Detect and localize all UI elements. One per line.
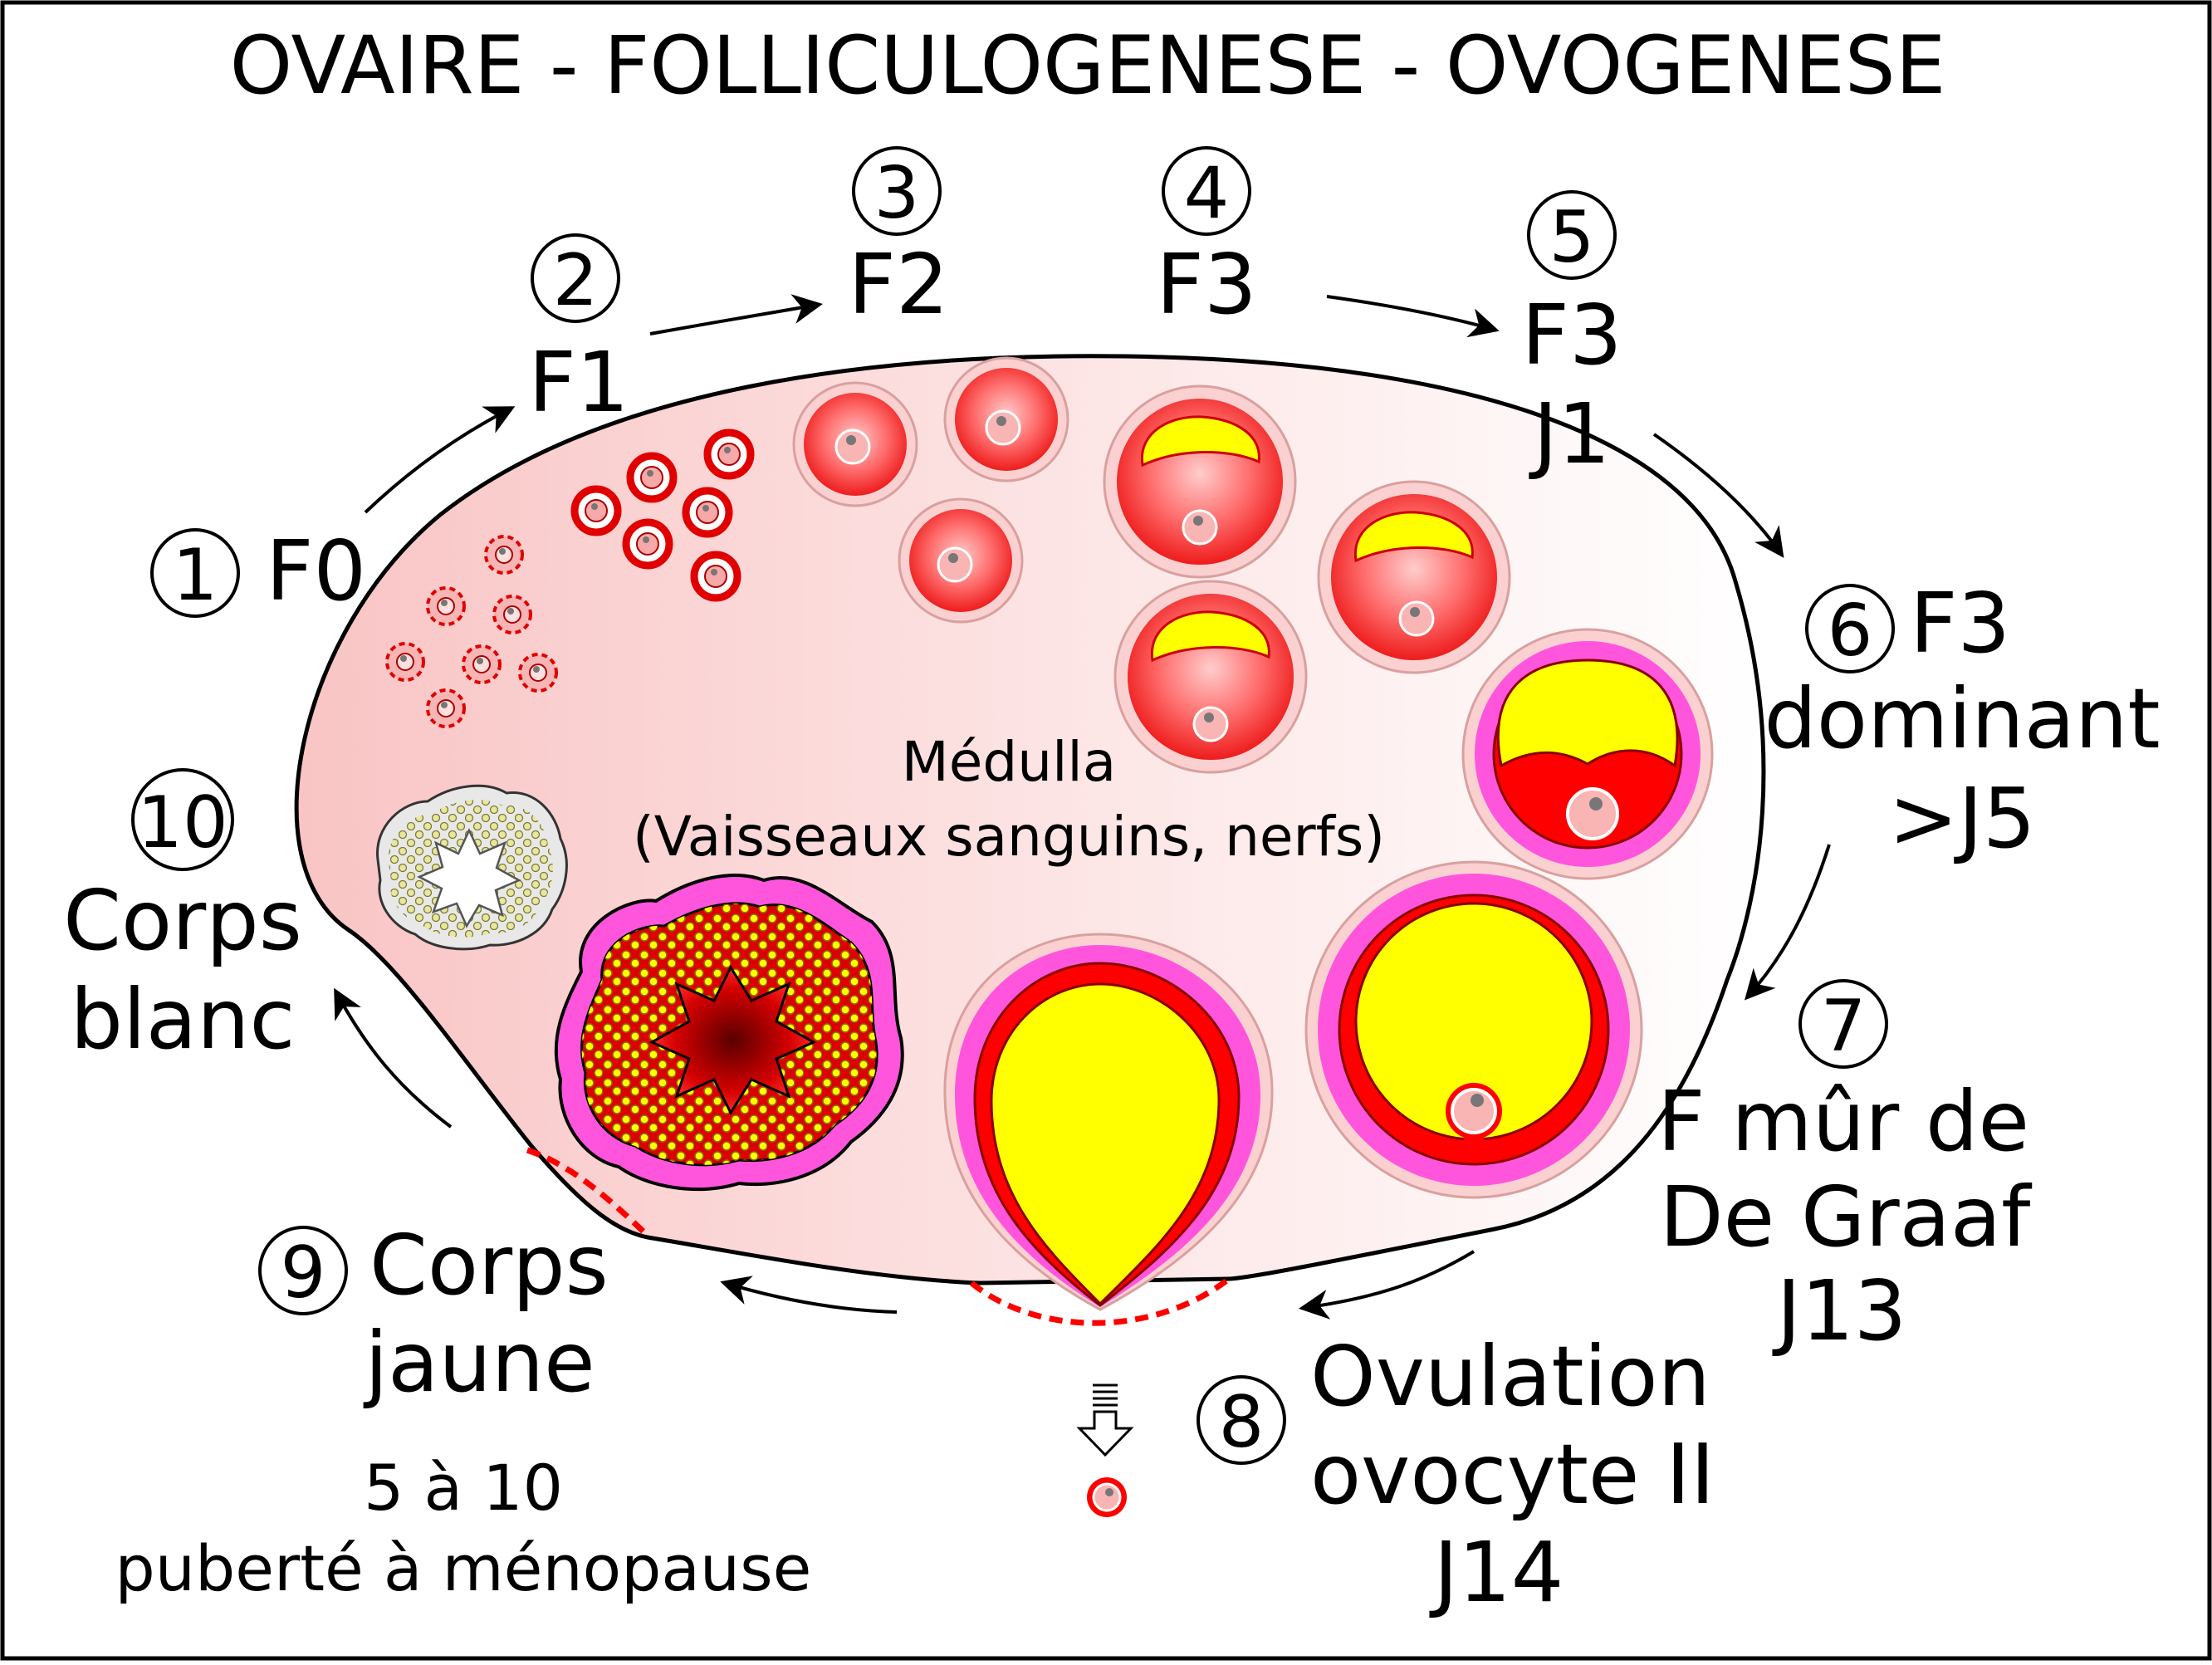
stage-number: 1 bbox=[173, 534, 218, 617]
primary-follicles-f1 bbox=[570, 428, 755, 602]
primordial-follicle bbox=[426, 586, 466, 626]
primary-follicle bbox=[626, 452, 678, 503]
stage-number-circle bbox=[131, 768, 234, 871]
primordial-follicle bbox=[518, 653, 558, 693]
stage-1: 1 F0 bbox=[150, 522, 366, 619]
stage-label: F0 bbox=[266, 522, 366, 619]
primary-follicle bbox=[570, 485, 622, 536]
stage-2: 2 F1 bbox=[528, 233, 629, 431]
dominant-follicle bbox=[1461, 628, 1714, 880]
arrow-4-to-5 bbox=[1326, 295, 1500, 338]
stage-number-circle bbox=[531, 233, 620, 323]
antral-follicle bbox=[1317, 480, 1511, 674]
stage-number-circle bbox=[1527, 190, 1617, 280]
antral-follicle bbox=[1113, 580, 1308, 774]
stage-4: 4 F3 bbox=[1156, 146, 1257, 333]
stage-number: 3 bbox=[874, 152, 920, 235]
medulla-label: Médulla bbox=[902, 730, 1116, 794]
stage-5: 5 F3 J1 bbox=[1521, 190, 1622, 482]
medulla-sublabel: (Vaisseaux sanguins, nerfs) bbox=[633, 805, 1385, 869]
arrow-8-to-9 bbox=[720, 1276, 898, 1314]
arrow-5-to-6 bbox=[1652, 433, 1784, 558]
primary-follicle bbox=[682, 487, 733, 538]
ovulation-rupture-line bbox=[969, 1276, 1231, 1326]
graafian-follicle bbox=[1304, 860, 1643, 1199]
stage-number-circle bbox=[1197, 1375, 1286, 1465]
primordial-follicle bbox=[462, 644, 502, 684]
antral-follicle bbox=[1103, 384, 1297, 579]
arrow-7-to-8 bbox=[1299, 1250, 1475, 1320]
secondary-follicle bbox=[792, 381, 918, 507]
stage-10: 10 Corps blanc bbox=[63, 768, 302, 1068]
diagram-title: OVAIRE - FOLLICULOGENESE - OVOGENESE bbox=[230, 19, 1946, 112]
stage-label-line-2: jaune bbox=[363, 1314, 595, 1411]
stage-number: 2 bbox=[553, 239, 599, 322]
antral-follicles-f3 bbox=[1103, 384, 1511, 774]
stage-8: 8 Ovulation ovocyte II J14 bbox=[1197, 1328, 1715, 1621]
stage-label-line-1: F3 bbox=[1910, 575, 2010, 672]
cycle-arrows bbox=[334, 294, 1831, 1320]
stage-label-line-1: Corps bbox=[369, 1217, 609, 1314]
stage-number-circle bbox=[258, 1226, 348, 1315]
stage-label-line-3: >J5 bbox=[1889, 770, 2036, 867]
stage-label: F2 bbox=[848, 236, 948, 333]
stage-label-line-2: J1 bbox=[1528, 385, 1610, 482]
stage-9: 9 Corps jaune bbox=[258, 1217, 609, 1411]
stage-label: F3 bbox=[1156, 236, 1256, 333]
stage-number: 6 bbox=[1828, 590, 1873, 673]
stage-label-line-2: ovocyte II bbox=[1310, 1426, 1715, 1523]
secondary-follicles-f2 bbox=[792, 356, 1069, 624]
stage-number: 10 bbox=[137, 781, 228, 864]
stage-label-line-1: F3 bbox=[1521, 286, 1622, 384]
stage-number: 7 bbox=[1821, 985, 1867, 1068]
corpus-albicans bbox=[376, 784, 568, 951]
stage-label-line-2: dominant bbox=[1764, 670, 2160, 767]
primary-follicle bbox=[622, 518, 673, 570]
primordial-follicle bbox=[492, 595, 532, 634]
stage-label-line-1: Corps bbox=[63, 872, 302, 969]
secondary-follicle bbox=[898, 497, 1024, 624]
stage-3: 3 F2 bbox=[848, 146, 949, 333]
stage-label-line-1: Ovulation bbox=[1310, 1328, 1710, 1425]
stage-number: 8 bbox=[1219, 1381, 1265, 1464]
stage-number: 9 bbox=[281, 1232, 326, 1315]
stage-7: 7 F mûr de De Graaf J13 bbox=[1657, 979, 2033, 1359]
stage-number-circle bbox=[1162, 146, 1251, 236]
primordial-follicle bbox=[484, 535, 524, 575]
arrow-2-to-3 bbox=[649, 294, 823, 335]
primordial-follicles-f0 bbox=[385, 535, 558, 728]
arrow-6-to-7 bbox=[1744, 844, 1831, 1001]
stage-6: 6 F3 dominant >J5 bbox=[1764, 575, 2160, 867]
expelled-oocyte bbox=[1076, 1383, 1134, 1517]
stage-number: 4 bbox=[1184, 152, 1230, 235]
ovulating-follicle bbox=[943, 933, 1274, 1311]
stage-label-line-2: De Graaf bbox=[1660, 1168, 2033, 1266]
primary-follicle bbox=[703, 428, 755, 480]
stage-number: 5 bbox=[1549, 196, 1595, 279]
corpus-luteum bbox=[554, 874, 904, 1192]
primordial-follicle bbox=[385, 642, 425, 682]
footnote-period: puberté à ménopause bbox=[115, 1531, 812, 1605]
stage-label-line-2: blanc bbox=[71, 971, 296, 1068]
footnote-count: 5 à 10 bbox=[364, 1451, 563, 1525]
stage-label: F1 bbox=[528, 334, 629, 431]
stage-label-line-1: F mûr de bbox=[1657, 1073, 2029, 1170]
stage-number-circle bbox=[852, 146, 942, 236]
stage-number-circle bbox=[150, 528, 240, 618]
stage-number-circle bbox=[1805, 584, 1895, 673]
primary-follicle bbox=[690, 551, 741, 602]
stage-label-line-3: J14 bbox=[1429, 1524, 1564, 1621]
secondary-follicle bbox=[943, 356, 1069, 482]
stage-label-line-3: J13 bbox=[1772, 1262, 1907, 1359]
arrow-1-to-2 bbox=[364, 406, 516, 514]
primordial-follicle bbox=[426, 688, 466, 728]
arrow-9-to-10 bbox=[334, 987, 453, 1129]
stage-number-circle bbox=[1798, 979, 1888, 1069]
